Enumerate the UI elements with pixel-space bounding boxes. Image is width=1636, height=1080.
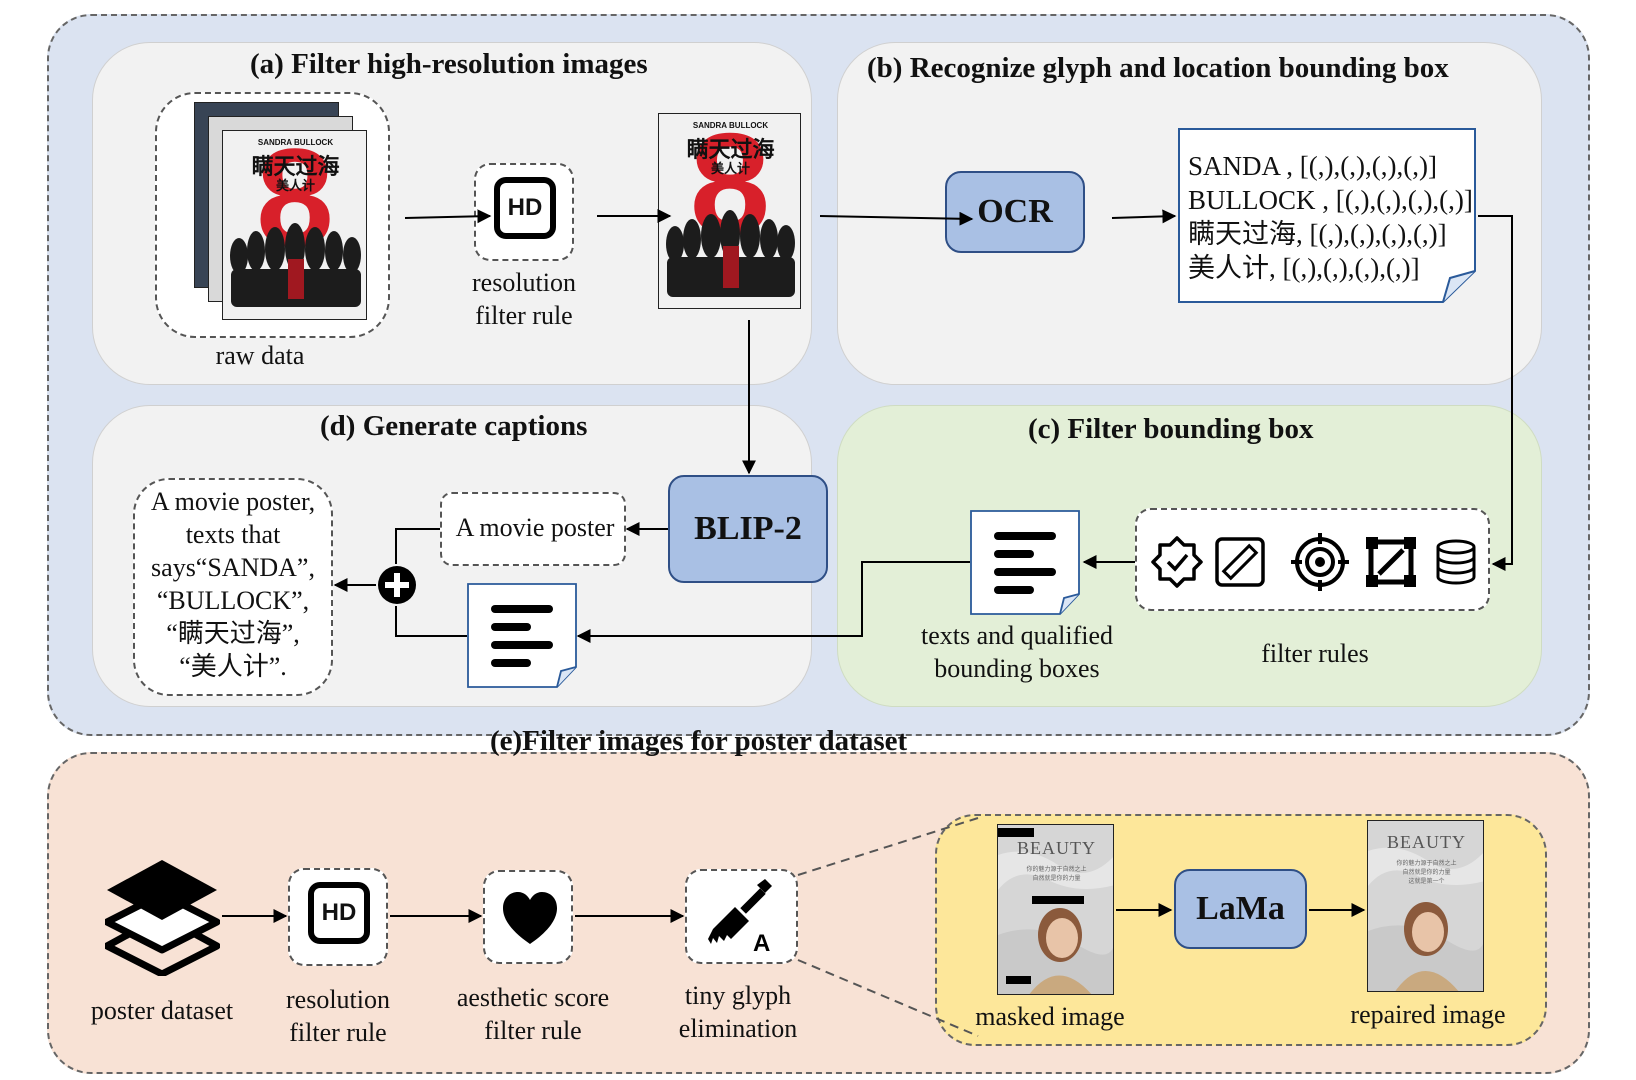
ocr-result-document — [1178, 128, 1476, 303]
aesthetic-line2: filter rule — [484, 1016, 582, 1045]
filtered-poster-title: 瞒天过海 — [686, 138, 775, 163]
masked-image-label: masked image — [975, 1002, 1125, 1031]
tiny-glyph-box: A — [685, 869, 798, 964]
poster-subtitle-cn: 美人计 — [275, 179, 315, 194]
aesthetic-line1: aesthetic score — [456, 983, 610, 1012]
caption-line-4: “BULLOCK”, — [156, 586, 310, 615]
masked-poster-line2: 自然就是你的力量 — [1032, 875, 1081, 882]
texts-label-line2: bounding boxes — [934, 654, 1100, 683]
title-c: (c) Filter bounding box — [1028, 413, 1314, 445]
repaired-poster-title: BEAUTY — [1387, 832, 1466, 852]
aesthetic-filter-box — [483, 870, 573, 964]
plus-circle-icon — [376, 564, 418, 606]
resolution-e-line2: filter rule — [289, 1018, 387, 1047]
filter-rules-label: filter rules — [1261, 639, 1369, 668]
raw-data-label: raw data — [215, 341, 305, 370]
caption-line-2: texts that — [185, 520, 281, 549]
hd-icon-e: HD — [308, 882, 370, 944]
blip2-model: BLIP-2 — [668, 475, 828, 583]
title-d: (d) Generate captions — [320, 410, 588, 442]
repaired-image: BEAUTY 你的魅力源于自然之上 自然就是你的力量 这就是第一个 — [1367, 820, 1484, 992]
caption-line-1: A movie poster, — [150, 487, 316, 516]
layers-icon — [105, 858, 220, 976]
filtered-poster: 8 SANDRA BULLOCK 瞒天过海 美人计 — [658, 113, 801, 309]
resolution-filter-box-e: HD — [288, 868, 388, 966]
ocr-line-3: 瞒天过海, [(,),(,),(,),(,)] — [1188, 219, 1447, 249]
verified-badge-icon — [1151, 536, 1203, 588]
full-caption-box — [133, 478, 333, 696]
qualified-text-document-icon — [970, 510, 1080, 615]
short-caption-box: A movie poster — [440, 492, 626, 566]
caption-line-6: “美人计”. — [179, 652, 287, 681]
resolution-label-line2: filter rule — [475, 301, 573, 330]
tiny-glyph-line2: elimination — [678, 1014, 798, 1043]
poster-actress: SANDRA BULLOCK — [257, 138, 334, 147]
text-document-icon — [467, 583, 577, 688]
title-b: (b) Recognize glyph and location boundin… — [867, 52, 1449, 84]
title-e: (e)Filter images for poster dataset — [490, 725, 908, 757]
resolution-filter-box: HD — [474, 163, 574, 261]
filter-rules-box — [1135, 508, 1490, 611]
repaired-poster-line1: 你的魅力源于自然之上 — [1396, 860, 1457, 867]
texts-label-line1: texts and qualified — [920, 621, 1114, 650]
heart-icon — [503, 892, 557, 944]
repaired-poster-line2: 自然就是你的力量 — [1402, 869, 1451, 876]
resolution-e-line1: resolution — [286, 985, 390, 1014]
ocr-line-1: SANDA , [(,),(,),(,),(,)] — [1188, 151, 1437, 181]
repaired-poster-text: 你的魅力源于自然之上 自然就是你的力量 这就是第一个 — [1368, 859, 1483, 886]
hd-icon: HD — [494, 177, 556, 239]
filtered-poster-actress: SANDRA BULLOCK — [692, 121, 769, 130]
filtered-poster-subtitle: 美人计 — [710, 162, 750, 177]
target-icon — [1291, 533, 1349, 591]
ruler-icon — [1215, 537, 1265, 587]
bounding-box-icon — [1366, 537, 1416, 587]
repaired-image-label: repaired image — [1350, 1000, 1506, 1029]
caption-line-3: says“SANDA”, — [151, 553, 315, 582]
masked-poster-text: 你的魅力源于自然之上 自然就是你的力量 — [998, 865, 1113, 883]
caption-line-5: “瞒天过海”, — [166, 619, 300, 648]
poster-dataset-label: poster dataset — [90, 996, 234, 1025]
ocr-line-4: 美人计, [(,),(,),(,),(,)] — [1188, 253, 1420, 283]
masked-poster-line1: 你的魅力源于自然之上 — [1026, 866, 1087, 873]
masked-poster-title: BEAUTY — [1017, 838, 1096, 858]
lama-model: LaMa — [1174, 869, 1307, 949]
masked-image: BEAUTY 你的魅力源于自然之上 自然就是你的力量 — [997, 824, 1114, 995]
tiny-glyph-line1: tiny glyph — [684, 981, 792, 1010]
database-icon — [1436, 539, 1476, 585]
title-a: (a) Filter high-resolution images — [250, 48, 648, 80]
raw-poster-front: 8 SANDRA BULLOCK 瞒天过海 美人计 — [222, 130, 367, 320]
poster-title-cn: 瞒天过海 — [251, 155, 340, 180]
ocr-model: OCR — [945, 171, 1085, 253]
short-caption-text: A movie poster — [455, 513, 615, 542]
resolution-label-line1: resolution — [472, 268, 576, 297]
ocr-line-2: BULLOCK , [(,),(,),(,),(,)] — [1188, 185, 1473, 215]
brush-glyph-icon: A — [708, 879, 772, 957]
svg-text:A: A — [753, 930, 770, 957]
repaired-poster-line3: 这就是第一个 — [1408, 878, 1445, 885]
full-caption-text: A movie poster, texts that says“SANDA”, … — [133, 485, 333, 683]
